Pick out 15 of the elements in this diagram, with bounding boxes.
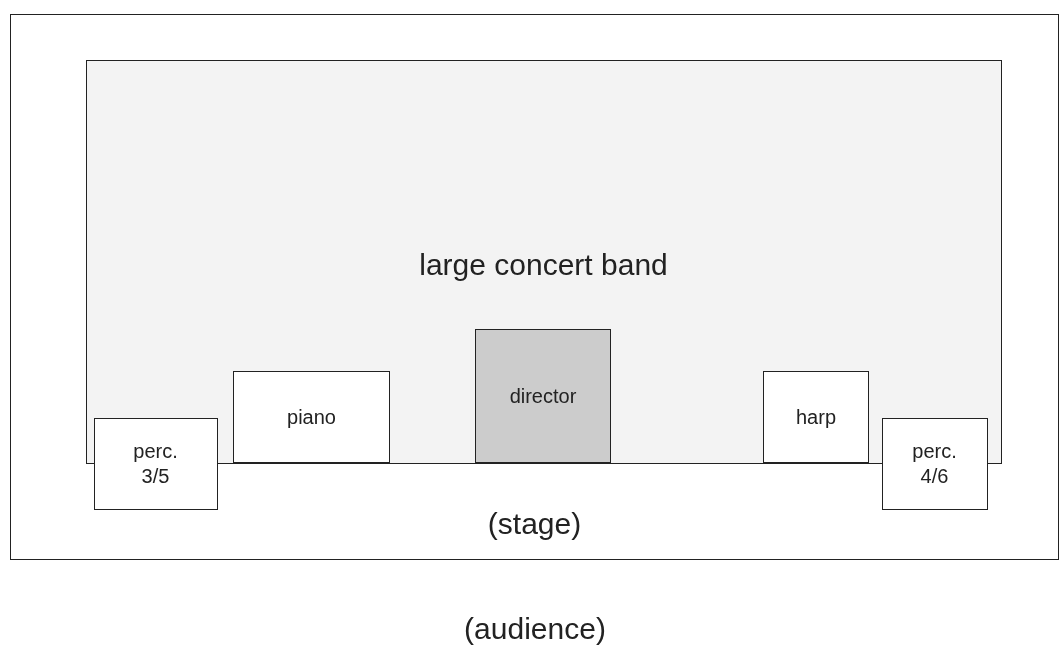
director-box: [475, 329, 611, 463]
piano-label: piano: [287, 405, 336, 430]
band-label: large concert band: [419, 246, 668, 283]
stage-label: (stage): [487, 506, 582, 542]
percussion-label: perc. 4/6: [911, 438, 958, 489]
audience-label: (audience): [464, 612, 606, 646]
band-area: [85, 59, 1002, 464]
harp-label: harp: [796, 405, 836, 430]
percussion-label: perc. 3/5: [132, 438, 179, 489]
piano-box: [233, 371, 390, 463]
stage-area: [10, 14, 1059, 560]
percussion-box: [93, 417, 218, 510]
director-label: director: [509, 384, 577, 409]
percussion-box: [881, 417, 988, 510]
harp-box: [763, 371, 869, 463]
